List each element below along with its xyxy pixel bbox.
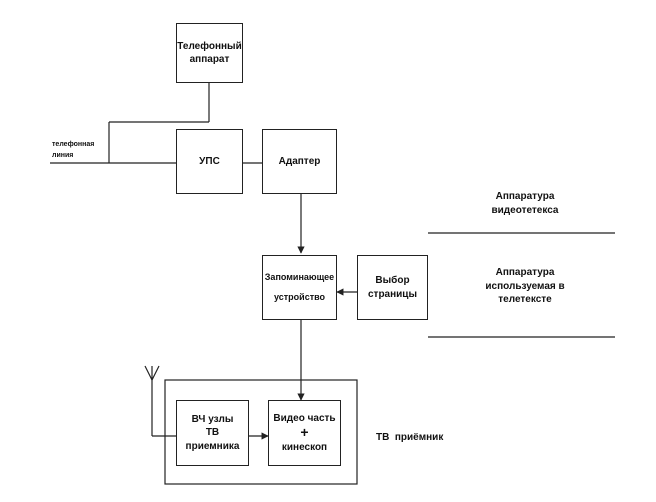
ups-label: УПС xyxy=(199,155,220,167)
tv-receiver-label: ТВ приёмник xyxy=(376,432,444,443)
ups-block: УПС xyxy=(176,129,243,194)
videotex-label: Аппаратура видеотетекса xyxy=(460,190,590,217)
page-select-label-1: Выбор xyxy=(375,275,410,286)
video-block: Видео часть + кинескоп xyxy=(268,400,341,466)
memory-label-2: устройство xyxy=(273,291,326,302)
telephone-label-2: аппарат xyxy=(189,54,230,65)
video-label-3: кинескоп xyxy=(281,441,328,453)
memory-block: Запоминающее устройство xyxy=(262,255,337,320)
page-select-block: Выбор страницы xyxy=(357,255,428,320)
teletext-label-3: телетексте xyxy=(498,294,552,305)
video-label-2: + xyxy=(300,424,309,441)
adapter-label: Адаптер xyxy=(278,155,321,167)
phone-line-label: телефонная линия xyxy=(52,140,94,161)
rf-label-2: ТВ xyxy=(205,427,220,439)
video-label-1: Видео часть xyxy=(273,412,336,424)
phone-line-label-1: телефонная xyxy=(52,141,95,148)
telephone-label-1: Телефонный xyxy=(177,40,242,52)
rf-block: ВЧ узлы ТВ приемника xyxy=(176,400,249,466)
phone-line-label-2: линия xyxy=(52,151,74,159)
teletext-label-1: Аппаратура xyxy=(495,267,555,278)
memory-label-1: Запоминающее xyxy=(264,271,335,282)
page-select-label-2: страницы xyxy=(367,288,417,300)
videotex-label-1: Аппаратура xyxy=(495,191,555,202)
teletext-label-2: используемая в xyxy=(485,280,565,292)
telephone-block: Телефонный аппарат xyxy=(176,23,243,83)
videotex-label-2: видеотетекса xyxy=(491,204,559,216)
teletext-label: Аппаратура используемая в телетексте xyxy=(455,266,595,307)
rf-label-3: приемника xyxy=(185,440,240,452)
adapter-block: Адаптер xyxy=(262,129,337,194)
rf-label-1: ВЧ узлы xyxy=(191,413,234,425)
